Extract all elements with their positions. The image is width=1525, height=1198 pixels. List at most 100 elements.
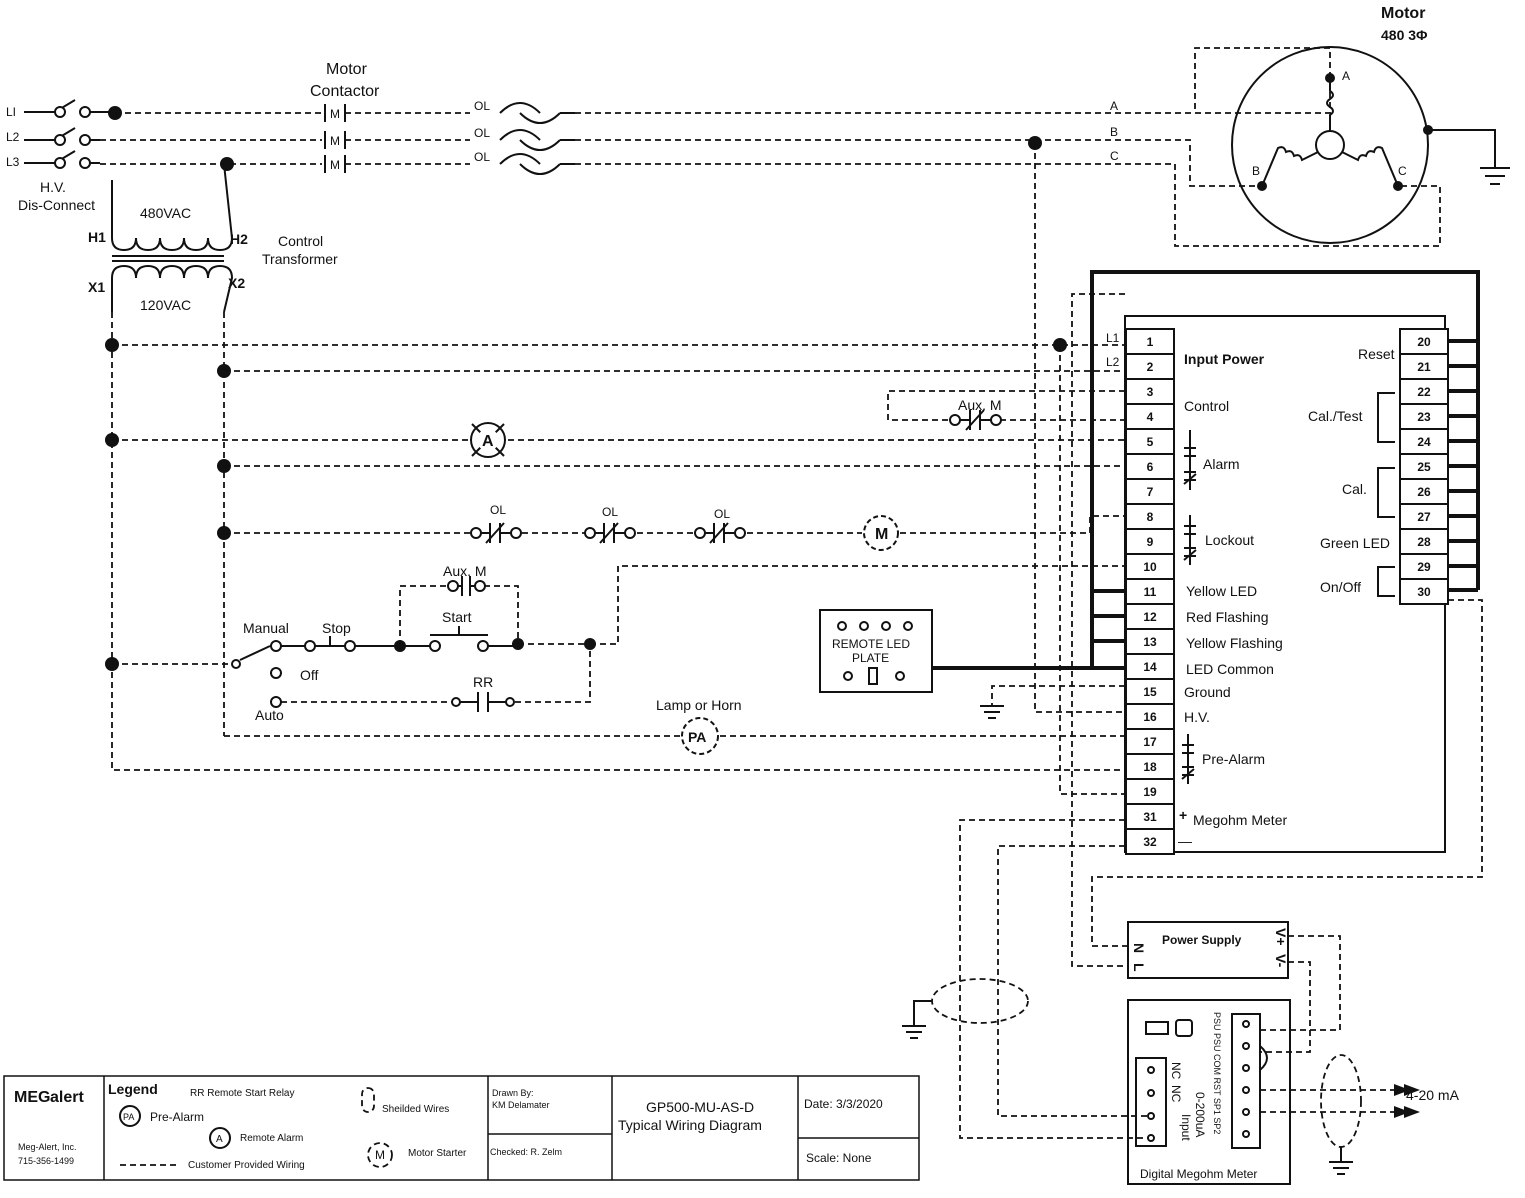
left-terminal-1 — [1125, 328, 1175, 355]
right-terminal-30 — [1399, 578, 1449, 605]
left-terminal-8 — [1125, 503, 1175, 530]
selector-switch — [231, 640, 282, 708]
ground-15-wire — [991, 685, 1125, 706]
right-terminal-21 — [1399, 353, 1449, 380]
drawing-scale: Scale: None — [806, 1151, 872, 1165]
ground-icon — [980, 705, 1004, 719]
ol-label-2: OL — [474, 126, 490, 140]
left-terminal-4 — [1125, 403, 1175, 430]
wire-label-c: C — [1110, 149, 1119, 163]
right-terminal-number: 22 — [1417, 385, 1431, 399]
drawing-date: Date: 3/3/2020 — [804, 1097, 883, 1111]
wire-label-b: B — [1110, 125, 1118, 139]
right-terminal-number: 24 — [1417, 435, 1431, 449]
shield-ground-wire — [913, 1000, 932, 1026]
legend-dash: Customer Provided Wiring — [188, 1160, 305, 1171]
company-phone: 715-356-1499 — [18, 1156, 74, 1166]
term-l2-label: L2 — [1106, 355, 1120, 369]
ol-contact-label-3: OL — [714, 507, 730, 521]
company-name: Meg-Alert, Inc. — [18, 1142, 77, 1152]
left-terminal-number: 3 — [1147, 385, 1154, 399]
megohm-plus-wire — [959, 819, 1148, 1139]
left-terminal-2 — [1125, 353, 1175, 380]
ground-icon — [1480, 167, 1510, 185]
disconnect-label-1: H.V. — [40, 179, 66, 195]
label-hv: H.V. — [1184, 709, 1210, 725]
left-terminal-number: 17 — [1143, 735, 1157, 749]
psu-l: L — [1131, 963, 1147, 972]
left-terminal-number: 16 — [1143, 710, 1157, 724]
meter-nc-1: NC — [1169, 1062, 1183, 1080]
motor-starter-label: M — [875, 526, 888, 543]
stop-button — [304, 636, 356, 652]
left-terminal-number: 14 — [1143, 660, 1157, 674]
psu-n: N — [1131, 943, 1147, 953]
meter-range: 0-200uA — [1193, 1092, 1207, 1137]
right-terminal-number: 25 — [1417, 460, 1431, 474]
label-lockout: Lockout — [1205, 532, 1254, 548]
shield-icon — [931, 978, 1029, 1024]
meter-pin-labels: PSU PSU COM RST SP1 SP2 — [1212, 1012, 1222, 1134]
phase-a-wire — [115, 78, 1331, 114]
megohm-title: Digital Megohm Meter — [1140, 1167, 1257, 1181]
psu-vplus: V+ — [1273, 928, 1289, 946]
legend-a-icon — [209, 1127, 231, 1149]
motor-phase-a: A — [1342, 69, 1350, 83]
checked-by: Checked: R. Zelm — [490, 1147, 562, 1157]
wire-label-a: A — [1110, 99, 1118, 113]
motor-symbol — [1231, 46, 1429, 244]
rail-x1 — [111, 312, 1125, 771]
left-terminal-number: 11 — [1144, 585, 1157, 599]
motor-phase-c: C — [1398, 164, 1407, 178]
meter-display-icon — [1145, 1021, 1169, 1035]
psu-l-wire — [1071, 293, 1128, 967]
legend-a: Remote Alarm — [240, 1133, 303, 1144]
drawing-title: Typical Wiring Diagram — [618, 1117, 762, 1133]
start-label: Start — [442, 609, 472, 625]
on-off-to-psu — [1091, 599, 1483, 947]
meter-output-label: 4-20 mA — [1406, 1087, 1460, 1103]
meter-nc-2: NC — [1169, 1085, 1183, 1103]
motor-title: Motor — [1381, 5, 1425, 22]
meter-port-icon — [1175, 1019, 1193, 1037]
psu-vminus-wire — [1260, 961, 1311, 1053]
left-terminal-6 — [1125, 453, 1175, 480]
label-megohm-meter: Megohm Meter — [1193, 812, 1287, 828]
legend-shield: Sheilded Wires — [382, 1104, 449, 1115]
left-terminal-number: 6 — [1147, 460, 1154, 474]
left-terminal-number: 18 — [1143, 760, 1157, 774]
rr-contact — [451, 692, 515, 712]
led-taps-left — [1092, 589, 1125, 643]
left-terminal-number: 2 — [1147, 360, 1154, 374]
psu-vminus: V- — [1273, 954, 1289, 968]
label-red-flashing: Red Flashing — [1186, 609, 1269, 625]
supply-l1: LI — [6, 105, 16, 119]
phase-a-return — [1194, 47, 1331, 113]
label-control: Control — [1184, 398, 1229, 414]
rung-auto — [281, 644, 591, 703]
legend-pa: Pre-Alarm — [150, 1110, 204, 1124]
ol-label-1: OL — [474, 99, 490, 113]
aux-m-label-2: Aux. M — [443, 563, 487, 579]
right-terminal-27 — [1399, 503, 1449, 530]
legend-a-symbol: A — [216, 1134, 223, 1145]
left-terminal-18 — [1125, 753, 1175, 780]
ol-contact-label-2: OL — [602, 505, 618, 519]
left-terminal-13 — [1125, 628, 1175, 655]
label-plus: + — [1179, 807, 1187, 823]
left-terminal-number: 7 — [1147, 485, 1154, 499]
right-terminal-number: 23 — [1417, 410, 1431, 424]
title-block — [3, 1075, 920, 1181]
transformer-secondary: 120VAC — [140, 297, 191, 313]
transformer-coils — [111, 163, 234, 313]
auto-label: Auto — [255, 707, 284, 723]
left-terminal-number: 13 — [1143, 635, 1157, 649]
drawn-by-label: Drawn By: — [492, 1088, 534, 1098]
label-pre-alarm: Pre-Alarm — [1202, 751, 1265, 767]
motor-windings — [1261, 78, 1399, 187]
motor-center — [1315, 130, 1345, 160]
left-terminal-31 — [1125, 803, 1175, 830]
label-cal: Cal. — [1342, 481, 1367, 497]
left-terminal-3 — [1125, 378, 1175, 405]
